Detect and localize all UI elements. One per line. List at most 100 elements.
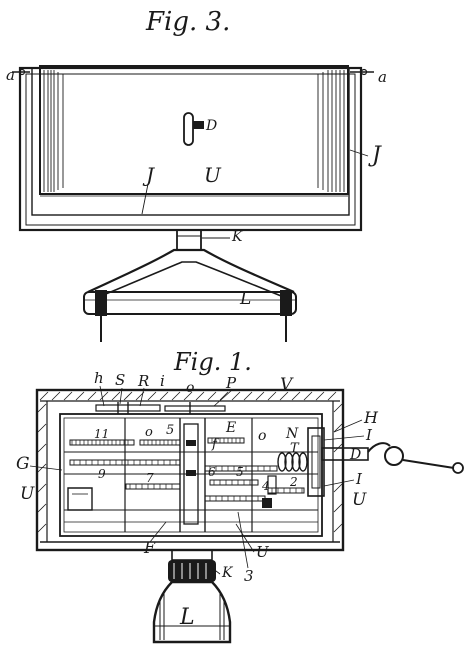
gear-bar-7 — [125, 483, 181, 490]
fig1-label-l: L — [179, 605, 195, 630]
fig3-label-k: K — [231, 229, 244, 245]
fig1-label-u-right: U — [352, 490, 367, 510]
fig3-label-u: U — [204, 163, 222, 187]
fig1-label-h: h — [94, 369, 104, 387]
fig1-label-2: 2 — [289, 475, 298, 489]
stand-arch-inner — [95, 261, 287, 299]
leader-j — [141, 183, 149, 215]
spindle-collar-1 — [186, 440, 196, 446]
leader-i-lower — [323, 479, 355, 487]
fig1-label-h-right: H — [363, 408, 379, 427]
leader-j-right — [349, 149, 369, 157]
leader-i-upper — [323, 435, 365, 441]
fig1-label-3: 3 — [244, 567, 254, 585]
figure-1: Fig. 1. — [16, 348, 464, 644]
stand-foot-left — [95, 290, 107, 316]
block-4 — [267, 475, 277, 495]
fig1-label-g: G — [16, 454, 30, 474]
fig3-label-d: D — [205, 118, 217, 134]
leader-u-bottom — [235, 523, 255, 553]
leader-f — [149, 521, 167, 543]
gear-bar-6 — [204, 465, 278, 472]
fig1-label-k: K — [221, 565, 234, 581]
leader-p — [213, 389, 233, 407]
outer-frame — [18, 66, 363, 232]
gear-bar-5 — [209, 479, 259, 486]
fig1-label-i-upper: I — [365, 426, 373, 444]
end-plate — [307, 427, 325, 497]
end-plate-inner — [311, 435, 321, 489]
handle-shaft — [321, 447, 369, 461]
fig1-label-p: P — [225, 374, 237, 392]
fig3-label-a-right: a — [378, 68, 387, 86]
gear-bar-o — [139, 439, 181, 446]
stand-arch — [87, 248, 295, 294]
fig1-label-d: D — [349, 447, 361, 463]
handle-rod-knob — [452, 462, 464, 474]
gear-bar-9 — [69, 459, 181, 466]
fig1-label-4: 4 — [261, 479, 270, 493]
leader-g — [29, 465, 63, 471]
stand-base — [83, 291, 297, 315]
fig3-label-j-right: J — [368, 143, 382, 168]
bar-p — [164, 405, 226, 412]
fig1-label-9: 9 — [98, 467, 106, 481]
central-spindle — [183, 423, 199, 525]
inner-tray — [31, 67, 350, 216]
fig1-label-u-bottom: U — [256, 543, 270, 561]
outer-frame-inner-line — [25, 73, 356, 226]
fig3-caption: Fig. 3. — [145, 7, 230, 37]
fig1-label-f: f — [211, 437, 219, 452]
fig1-label-s: S — [115, 371, 125, 389]
mechanism-frame-inner — [63, 417, 319, 533]
housing-side-hatching — [37, 403, 343, 533]
fig1-label-o-right: o — [258, 428, 266, 444]
gear-bar-e — [207, 437, 245, 444]
fig1-label-11: 11 — [94, 427, 109, 441]
fig1-label-o-top: o — [186, 380, 194, 396]
block-dark-lower — [262, 498, 272, 508]
fig3-label-a-left: a — [6, 66, 15, 84]
fig1-neck-collar — [168, 560, 216, 582]
fig1-label-u-left: U — [20, 484, 35, 504]
drum-hatching-right — [317, 70, 345, 192]
fig1-label-i: i — [160, 372, 165, 390]
key-tab — [193, 121, 204, 129]
fig1-label-o-mid: o — [145, 425, 153, 440]
fig1-label-t: T — [290, 441, 300, 456]
fig1-caption: Fig. 1. — [173, 348, 252, 376]
fig1-label-f-bottom: F — [143, 538, 156, 557]
gear-bar-2 — [267, 487, 305, 494]
leader-3 — [237, 511, 249, 569]
drum-hatching-left — [43, 70, 64, 192]
neck — [176, 229, 202, 251]
figure-3: Fig. 3. — [6, 7, 387, 342]
spindle-collar-2 — [186, 470, 196, 476]
fig1-label-6: 6 — [208, 465, 216, 479]
fig1-label-5: 5 — [166, 423, 174, 438]
drum-body — [39, 65, 349, 195]
leader-k — [211, 567, 221, 575]
fig1-label-r: R — [137, 372, 149, 390]
fig1-label-n: N — [285, 426, 299, 442]
fig1-label-e: E — [225, 420, 236, 436]
leader-h — [99, 385, 105, 407]
fig1-neck-collar-ribs — [173, 563, 207, 579]
block-g — [67, 487, 93, 511]
fig1-base-shading — [159, 594, 225, 640]
mechanism-frame — [59, 413, 323, 537]
leader-h-right — [333, 419, 363, 433]
gear-bar-11 — [69, 439, 135, 446]
housing-top-hatching — [39, 391, 337, 401]
rod-left-end — [18, 68, 26, 76]
leader-s — [119, 387, 123, 405]
fig3-label-j-center: J — [142, 163, 155, 187]
worm-gear — [277, 452, 308, 472]
handle-ring — [384, 446, 404, 466]
leader-r — [139, 387, 145, 407]
fig1-label-v: V — [280, 375, 294, 395]
rod-right-end — [360, 68, 368, 76]
key-slot — [183, 112, 194, 146]
fig1-label-i-lower: I — [355, 470, 363, 488]
